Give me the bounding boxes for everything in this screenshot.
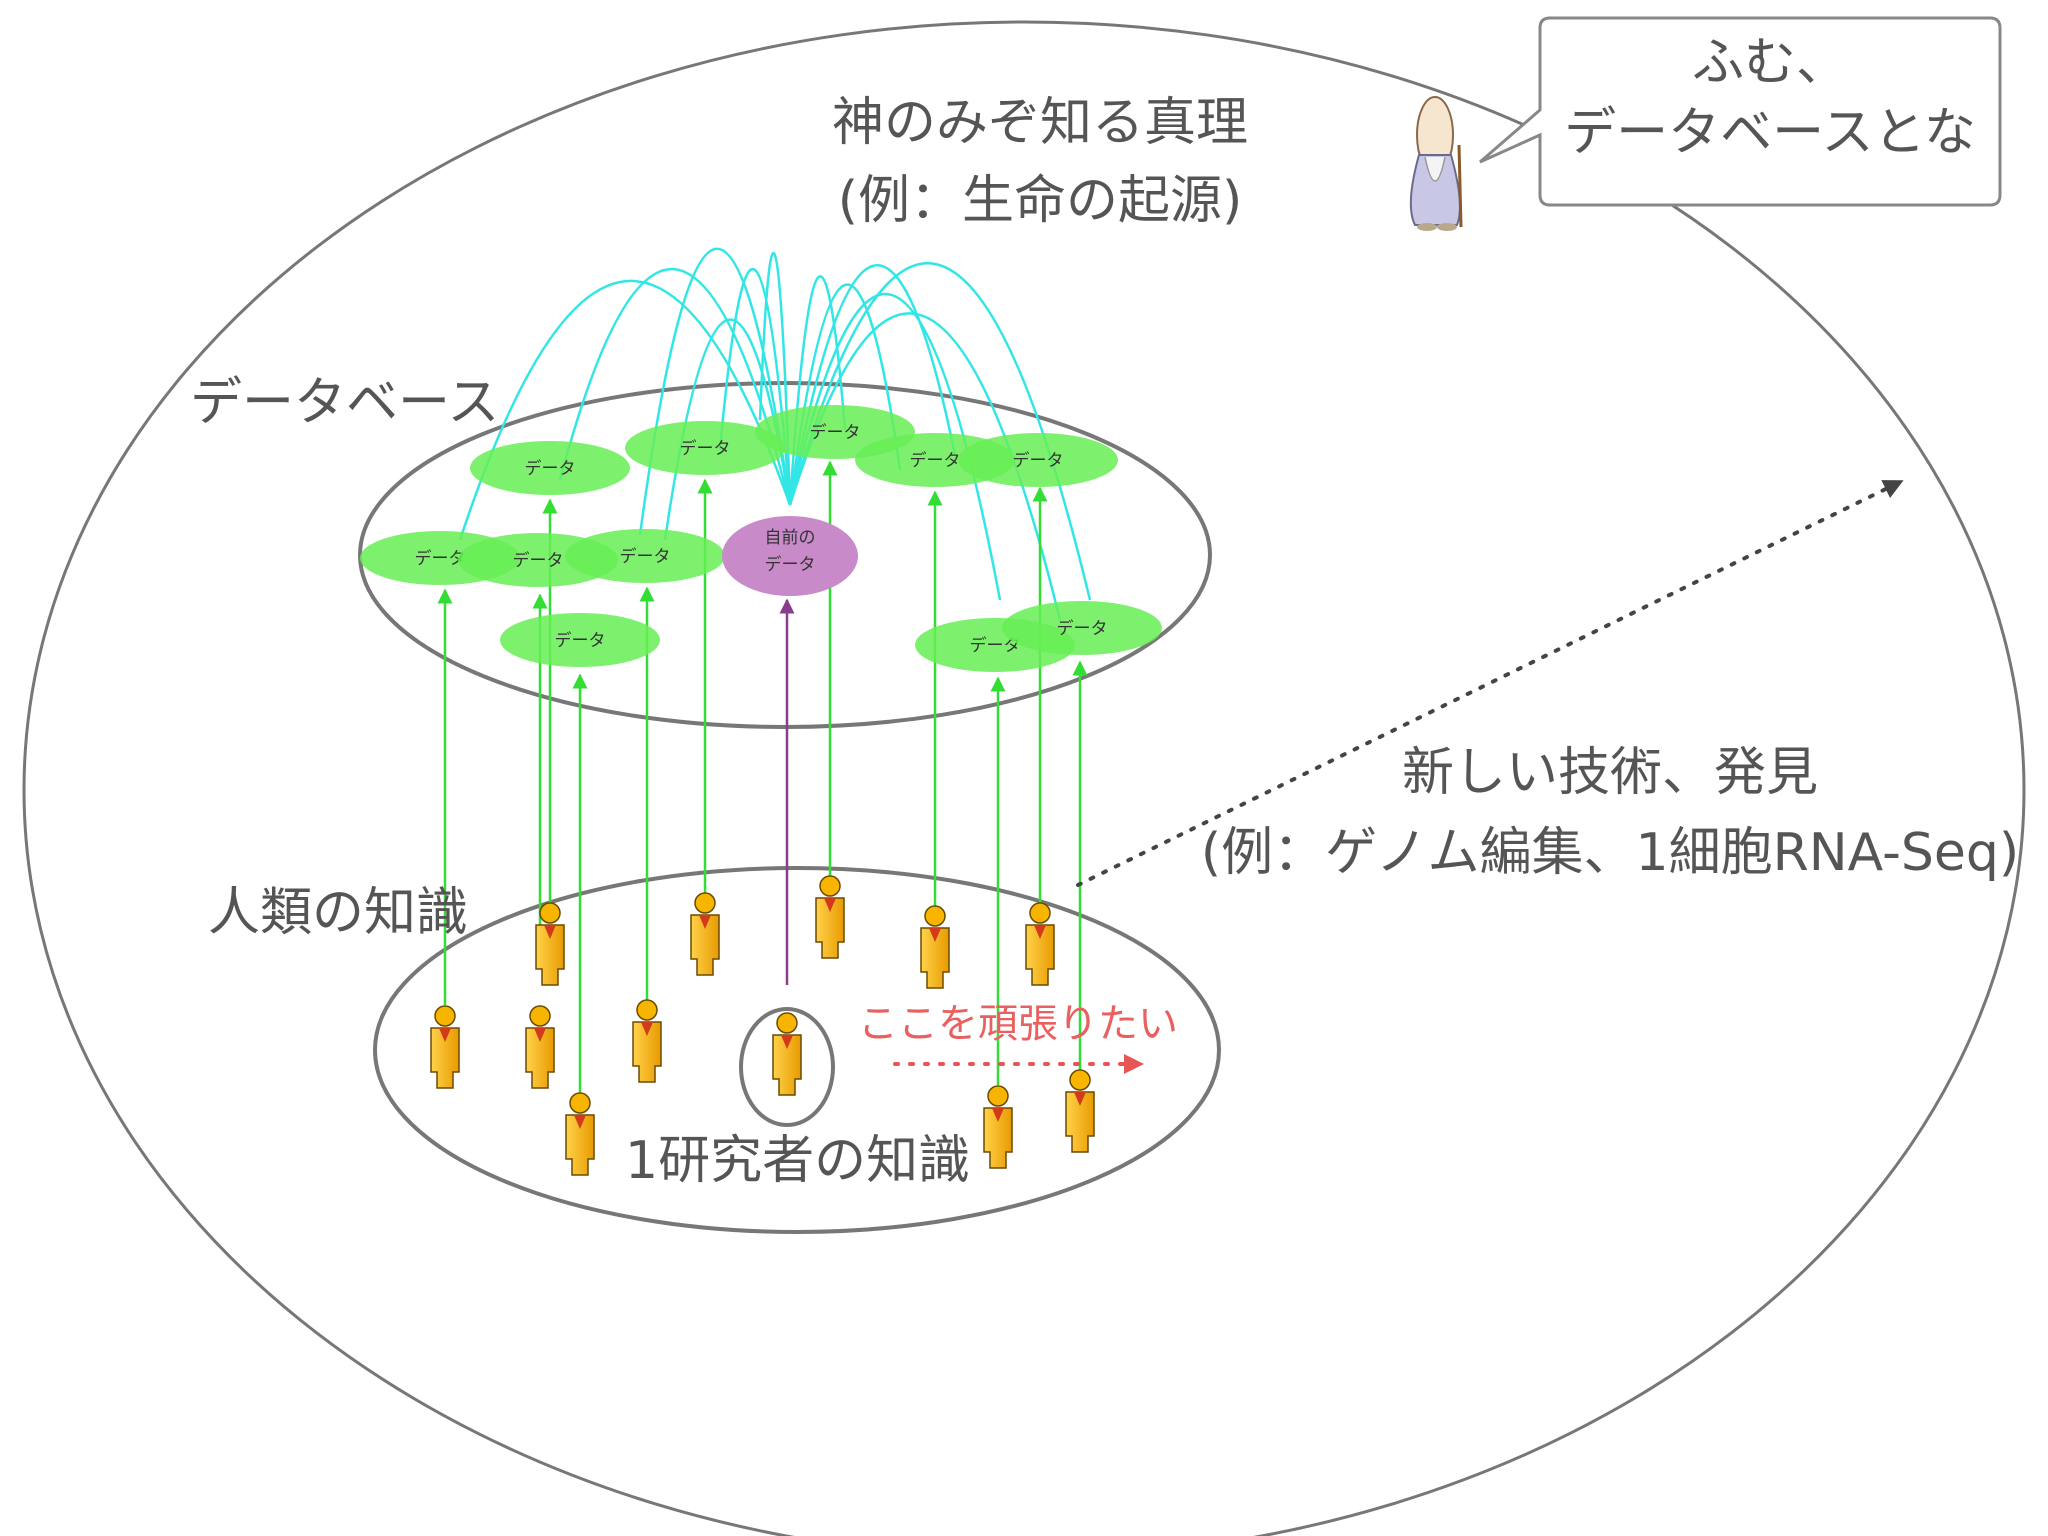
connection-arc xyxy=(788,283,902,506)
data-node-label: データ xyxy=(970,635,1021,656)
connection-arc xyxy=(558,267,792,506)
data-node-label: データ xyxy=(525,458,576,479)
researcher-figure xyxy=(690,892,720,976)
data-node-label: データ xyxy=(1013,450,1064,471)
data-node-label: データ xyxy=(513,550,564,571)
own-data-label-1: 自前の xyxy=(765,528,816,548)
database-label: データベース xyxy=(190,373,499,433)
truth-ellipse xyxy=(22,20,2026,1536)
new-tech-label: 新しい技術、発見 xyxy=(1402,743,1818,803)
connection-arc xyxy=(718,267,792,506)
researcher-figure xyxy=(535,902,565,986)
researcher-figure xyxy=(983,1085,1013,1169)
connection-arc xyxy=(638,247,792,536)
truth-example: (例：生命の起源) xyxy=(838,171,1243,231)
data-node-label: データ xyxy=(910,450,961,471)
data-node: データ xyxy=(625,421,785,475)
researchers xyxy=(430,875,1095,1176)
connection-arcs xyxy=(458,247,1092,621)
truth-title: 神のみぞ知る真理 xyxy=(832,93,1248,153)
data-node: データ xyxy=(470,441,630,495)
data-node-label: データ xyxy=(680,438,731,459)
speech-bubble xyxy=(1479,16,2002,207)
data-nodes: データデータデータデータデータデータデータデータデータデータデータ自前のデータ xyxy=(360,405,1162,672)
researcher-figure xyxy=(632,999,662,1083)
data-node: データ xyxy=(565,529,725,583)
expansion-arrow xyxy=(1076,480,1904,887)
researcher-figure xyxy=(565,1092,595,1176)
connection-arc xyxy=(788,264,957,506)
data-node: データ xyxy=(1002,601,1162,655)
connection-arc xyxy=(458,279,792,541)
new-tech-example: (例：ゲノム編集、1細胞RNA-Seq) xyxy=(1201,823,2019,883)
data-node: データ xyxy=(500,613,660,667)
data-node-label: データ xyxy=(415,548,466,569)
speech-line2: データベースとな xyxy=(1564,103,1976,163)
researcher-figure xyxy=(815,875,845,959)
researcher-figure xyxy=(772,1012,802,1096)
data-node-label: データ xyxy=(620,546,671,567)
researcher-ellipse xyxy=(739,1007,835,1127)
researcher-figure xyxy=(1065,1069,1095,1153)
data-node-label: データ xyxy=(810,422,861,443)
data-node-label: データ xyxy=(1057,618,1108,639)
own-data-label-2: データ xyxy=(765,554,816,575)
human-knowledge-label: 人類の知識 xyxy=(208,883,468,943)
researcher-figure xyxy=(920,905,950,989)
sage-illustration xyxy=(1409,96,1463,231)
researcher-knowledge-label: 1研究者の知識 xyxy=(625,1131,970,1191)
data-node: データ xyxy=(958,433,1118,487)
researcher-figure xyxy=(525,1005,555,1089)
researcher-figure xyxy=(430,1005,460,1089)
human-knowledge-ellipse xyxy=(373,866,1221,1234)
data-node-label: データ xyxy=(555,630,606,651)
speech-line1: ふむ、 xyxy=(1692,33,1848,93)
effort-label: ここを頑張りたい xyxy=(858,1001,1178,1047)
researcher-figure xyxy=(1025,902,1055,986)
connection-arc xyxy=(758,251,792,506)
